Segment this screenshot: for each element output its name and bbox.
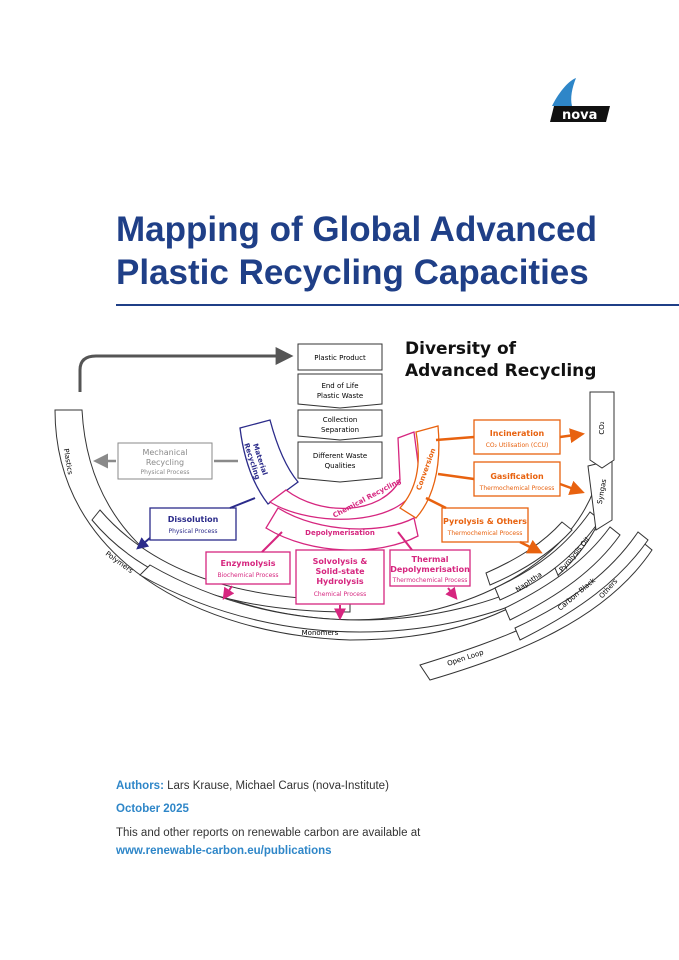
pyrolysis-box — [441, 507, 529, 543]
mechanical-line-2: Recycling — [146, 458, 184, 467]
enzymolysis-process: Biochemical Process — [217, 572, 278, 579]
pyrolysis-name: Pyrolysis & Others — [443, 517, 527, 526]
depoly-to-enzymolysis-arrow — [261, 531, 283, 553]
stack-plastic-waste: Plastic Waste — [317, 392, 363, 400]
collection-box — [297, 409, 383, 441]
mechanical-line-1: Mechanical — [142, 448, 187, 457]
pyrolysis-process: Thermochemical Process — [447, 530, 523, 537]
enzymolysis-box — [205, 551, 291, 585]
publications-link[interactable]: www.renewable-carbon.eu/publications — [116, 845, 332, 857]
publication-date: October 2025 — [116, 803, 189, 815]
monomers-label: Monomers — [302, 629, 339, 637]
conversion-to-incineration-arrow — [435, 435, 475, 442]
solvolysis-line-2: Solid-state — [315, 567, 365, 576]
monomers-band — [139, 564, 561, 633]
conversion-band — [399, 425, 440, 519]
depoly-to-thermal-arrow — [397, 531, 413, 551]
diagram-title-line-1: Diversity of — [405, 339, 517, 359]
plastic-product-box — [297, 343, 383, 371]
pyrolysis-oil-band — [494, 511, 601, 601]
incineration-name: Incineration — [490, 429, 545, 438]
mechanical-recycling-box — [117, 442, 213, 480]
incineration-to-co2-arrow — [559, 428, 585, 444]
solvolysis-process: Chemical Process — [314, 591, 367, 598]
authors-line: Authors: Lars Krause, Michael Carus (nov… — [116, 780, 389, 792]
stack-plastic-product: Plastic Product — [314, 354, 366, 362]
dissolution-name: Dissolution — [168, 515, 219, 524]
stack-qualities: Qualities — [325, 462, 356, 470]
solvolysis-line-1: Solvolysis & — [313, 557, 368, 566]
nova-logo-sail-icon — [552, 78, 576, 106]
co2-label: CO₂ — [598, 421, 606, 434]
dissolution-process: Physical Process — [168, 528, 217, 535]
co2-band — [589, 391, 615, 469]
page-title: Mapping of Global Advanced Plastic Recyc… — [116, 208, 597, 294]
gasification-to-syngas-arrow — [559, 480, 585, 495]
waste-qualities-box — [297, 441, 383, 483]
incineration-process: CO₂ Utilisation (CCU) — [486, 442, 549, 449]
diagram-title-line-2: Advanced Recycling — [405, 361, 597, 381]
conversion-to-pyrolysis-arrow — [425, 496, 447, 510]
others-band — [514, 531, 649, 641]
gasification-name: Gasification — [490, 472, 544, 481]
gasification-process: Thermochemical Process — [479, 485, 555, 492]
nova-logo-badge — [550, 106, 610, 122]
title-line-2: Plastic Recycling Capacities — [116, 253, 589, 292]
enzymolysis-name: Enzymolysis — [220, 559, 275, 568]
solvolysis-box — [295, 549, 385, 605]
authors-names: Lars Krause, Michael Carus (nova-Institu… — [167, 780, 389, 792]
dissolution-box — [149, 507, 237, 541]
thermal-process: Thermochemical Process — [392, 577, 468, 584]
end-of-life-box — [297, 373, 383, 409]
diagram-title: Diversity of Advanced Recycling — [405, 338, 596, 382]
stack-end-of-life: End of Life — [321, 382, 358, 390]
enzymolysis-to-monomers-arrow — [222, 585, 235, 600]
stack-collection: Collection — [323, 416, 358, 424]
availability-note: This and other reports on renewable carb… — [116, 827, 421, 839]
carbon-black-band — [504, 526, 621, 621]
stack-waste-qualities: Different Waste — [313, 452, 367, 460]
mechanical-process: Physical Process — [140, 469, 189, 476]
pyrolysis-to-naphtha-arrow — [519, 539, 543, 554]
open-loop-band — [419, 539, 653, 681]
dissolution-to-polymers-arrow — [136, 537, 151, 550]
return-arrow — [78, 347, 294, 392]
stack-separation: Separation — [321, 426, 359, 434]
thermal-line-1: Thermal — [412, 555, 449, 564]
depolymerisation-label: Depolymerisation — [305, 529, 375, 537]
thermal-to-monomers-arrow — [445, 586, 458, 600]
title-line-1: Mapping of Global Advanced — [116, 210, 597, 249]
depolymerisation-band — [265, 507, 419, 551]
title-divider — [116, 304, 679, 306]
thermal-line-2: Depolymerisation — [390, 565, 470, 574]
authors-label: Authors: — [116, 780, 164, 792]
nova-logo-text: nova — [562, 108, 597, 123]
conversion-to-gasification-arrow — [437, 472, 475, 481]
thermal-depolymerisation-box — [389, 549, 471, 587]
advanced-recycling-diagram: Plastic Product End of Life Plastic Wast… — [54, 343, 653, 681]
naphtha-band — [485, 521, 573, 586]
nova-logo: nova — [550, 78, 610, 123]
solvolysis-line-3: Hydrolysis — [316, 577, 364, 586]
material-to-dissolution-arrow — [229, 497, 256, 509]
